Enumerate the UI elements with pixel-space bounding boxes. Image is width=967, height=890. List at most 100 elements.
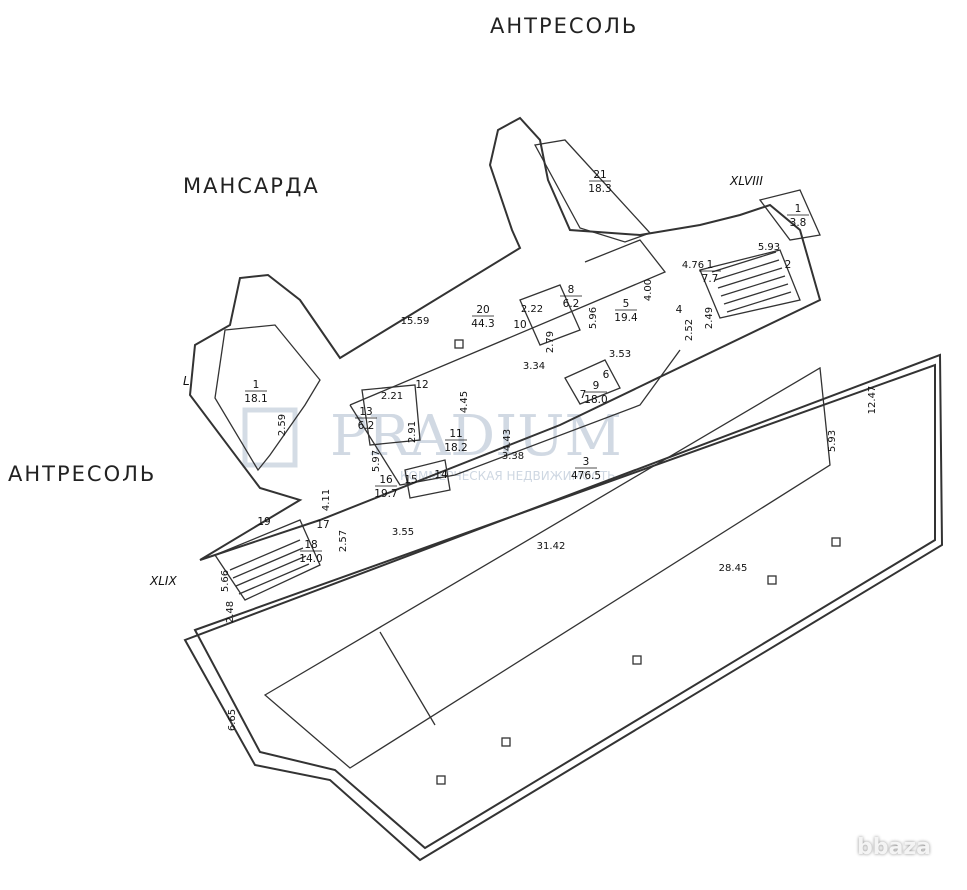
axis-label-xlviii: XLVIII bbox=[729, 174, 763, 188]
label-mansarda: МАНСАРДА bbox=[183, 174, 320, 198]
room-16: 16 19.7 bbox=[374, 474, 397, 500]
dimension-label: 12.47 bbox=[867, 386, 878, 415]
dimension-label: 5.66 bbox=[220, 570, 231, 592]
room-number: 10 bbox=[513, 319, 526, 331]
room-11: 11 18.2 bbox=[444, 428, 467, 454]
room-area: 3.8 bbox=[790, 217, 807, 229]
room-19: 19 bbox=[257, 516, 270, 528]
room-1: 17.7 bbox=[699, 259, 721, 285]
dimension-label: 5.93 bbox=[758, 242, 780, 253]
room-area: 18.1 bbox=[244, 393, 267, 405]
room-6: 6 bbox=[603, 369, 610, 381]
room-3: 3 476.5 bbox=[571, 456, 601, 482]
room-area: 19.7 bbox=[374, 488, 397, 500]
dimension-label: 3.55 bbox=[392, 527, 414, 538]
dimension-label: 2.22 bbox=[521, 304, 543, 315]
stairs-left bbox=[229, 539, 310, 595]
room-2: 2 bbox=[785, 259, 792, 271]
room-number: 1 bbox=[795, 203, 802, 215]
dimension-label: 28.45 bbox=[719, 563, 748, 574]
room-number: 1 bbox=[707, 259, 714, 271]
watermark-tagline: КОММЕРЧЕСКАЯ НЕДВИЖИМОСТЬ bbox=[400, 469, 615, 483]
room-number: 20 bbox=[476, 304, 489, 316]
room-number: 9 bbox=[593, 380, 600, 392]
dimension-labels: 5.93 2.49 2.52 4.76 4.00 5.96 2.22 2.793.34 3.53… bbox=[220, 242, 878, 731]
dimension-label: 5.96 bbox=[588, 307, 599, 329]
room-1: 118.1 bbox=[244, 379, 267, 405]
dimension-label: 2.79 bbox=[545, 331, 556, 353]
room-17: 17 bbox=[316, 519, 329, 531]
room-18: 18 14.0 bbox=[299, 539, 322, 565]
room-number: 12 bbox=[415, 379, 428, 391]
room-12: 12 bbox=[415, 379, 428, 391]
room-21: 21 18.3 bbox=[588, 169, 611, 195]
room-number: 16 bbox=[379, 474, 393, 486]
room-area: 14.0 bbox=[299, 553, 322, 565]
room-8: 86.2 bbox=[560, 284, 582, 310]
label-antresol-top: АНТРЕСОЛЬ bbox=[490, 14, 639, 38]
room-area: 476.5 bbox=[571, 470, 601, 482]
columns bbox=[436, 339, 841, 785]
room-number: 13 bbox=[359, 406, 372, 418]
room-area: 19.4 bbox=[614, 312, 638, 324]
axis-label-l: L bbox=[183, 374, 190, 388]
room-number: 15 bbox=[404, 474, 417, 486]
room-number: 4 bbox=[676, 304, 683, 316]
dimension-label: 2.21 bbox=[381, 391, 403, 402]
dimension-label: 2.49 bbox=[704, 307, 715, 329]
room-number: 14 bbox=[434, 469, 448, 481]
room-number: 6 bbox=[603, 369, 610, 381]
room-number: 8 bbox=[568, 284, 575, 296]
room-number: 3 bbox=[583, 456, 590, 468]
site-badge: bbaza bbox=[857, 835, 931, 860]
room-labels: 2118.313.817.722044.386.210519.44918.076… bbox=[244, 169, 809, 565]
dimension-label: 5.97 bbox=[371, 450, 382, 472]
room-area: 18.3 bbox=[588, 183, 611, 195]
dimension-label: 2.52 bbox=[684, 319, 695, 341]
room-5: 519.4 bbox=[614, 298, 638, 324]
room-number: 1 bbox=[253, 379, 260, 391]
stairs-right bbox=[711, 251, 792, 313]
dimension-label: 4.76 bbox=[682, 260, 704, 271]
room-14: 14 bbox=[434, 469, 448, 481]
room-20: 20 44.3 bbox=[471, 304, 494, 330]
room-area: 18.0 bbox=[584, 394, 607, 406]
dimension-label: 3.38 bbox=[502, 451, 524, 462]
room-4: 4 bbox=[676, 304, 683, 316]
room-9: 918.0 bbox=[584, 380, 607, 406]
dimension-label: 2.59 bbox=[277, 414, 288, 436]
dimension-label: 4.00 bbox=[643, 279, 654, 301]
room-number: 17 bbox=[316, 519, 329, 531]
dimension-label: 4.43 bbox=[502, 429, 513, 451]
room-area: 6.2 bbox=[358, 420, 375, 432]
dimension-label: 4.11 bbox=[321, 489, 332, 511]
room-number: 11 bbox=[449, 428, 462, 440]
dimension-label: 2.48 bbox=[225, 601, 236, 623]
room-area: 6.2 bbox=[563, 298, 580, 310]
dimension-label: 31.42 bbox=[537, 541, 566, 552]
room-13: 136.2 bbox=[355, 406, 377, 432]
room-area: 18.2 bbox=[444, 442, 467, 454]
room-number: 18 bbox=[304, 539, 317, 551]
dimension-label: 4.45 bbox=[459, 391, 470, 413]
dimension-label: 2.57 bbox=[338, 530, 349, 552]
room-7: 7 bbox=[580, 389, 587, 401]
room-number: 21 bbox=[593, 169, 606, 181]
dimension-label: 6.65 bbox=[227, 709, 238, 731]
room-number: 7 bbox=[580, 389, 587, 401]
room-number: 19 bbox=[257, 516, 270, 528]
room-area: 44.3 bbox=[471, 318, 494, 330]
dimension-label: 3.53 bbox=[609, 349, 631, 360]
room-area: 7.7 bbox=[702, 273, 719, 285]
interior-walls bbox=[214, 239, 831, 769]
label-antresol-left: АНТРЕСОЛЬ bbox=[8, 462, 157, 486]
room-number: 2 bbox=[785, 259, 792, 271]
dimension-label: 3.34 bbox=[523, 361, 545, 372]
room-10: 10 bbox=[513, 319, 526, 331]
room-15: 15 bbox=[404, 474, 417, 486]
room-number: 5 bbox=[623, 298, 630, 310]
room-1: 13.8 bbox=[787, 203, 809, 229]
axis-label-xlix: XLIX bbox=[149, 574, 177, 588]
outer-walls bbox=[183, 116, 944, 862]
